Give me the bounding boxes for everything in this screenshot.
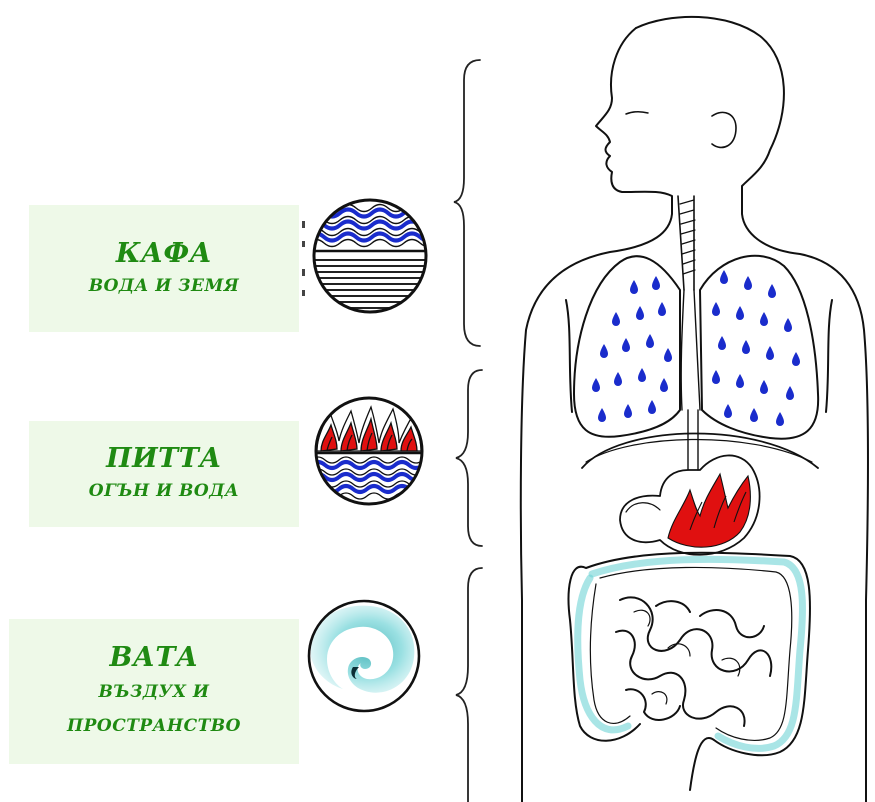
vata-title: ВАТА — [110, 641, 199, 675]
human-body-figure — [490, 8, 875, 802]
water-drops — [592, 270, 800, 426]
kapha-label-box: КАФА ВОДА И ЗЕМЯ — [29, 205, 299, 332]
ear — [712, 112, 736, 147]
pitta-title: ПИТТА — [106, 442, 222, 476]
vata-label-box: ВАТА ВЪЗДУХ И ПРОСТРАНСТВО — [9, 619, 299, 764]
pitta-label-box: ПИТТА ОГЪН И ВОДА — [29, 421, 299, 527]
stomach-fire — [668, 474, 750, 547]
small-intestine — [616, 597, 771, 726]
water-earth-icon — [300, 193, 440, 321]
pitta-elements: ОГЪН И ВОДА — [89, 476, 239, 506]
pelvis-brace — [456, 568, 482, 802]
face-profile — [521, 28, 672, 802]
fire-water-icon — [307, 395, 431, 507]
air-space-icon — [299, 593, 429, 718]
kapha-title: КАФА — [116, 237, 212, 271]
eye — [626, 112, 648, 114]
kapha-elements: ВОДА И ЗЕМЯ — [89, 271, 240, 301]
vata-elements-line1: ВЪЗДУХ И — [99, 675, 210, 709]
right-lung — [700, 256, 818, 439]
abdomen-brace — [456, 370, 482, 546]
head-outline — [636, 17, 868, 802]
large-intestine — [569, 553, 810, 790]
vata-elements-line2: ПРОСТРАНСТВО — [67, 709, 241, 743]
head-chest-brace — [454, 60, 480, 346]
